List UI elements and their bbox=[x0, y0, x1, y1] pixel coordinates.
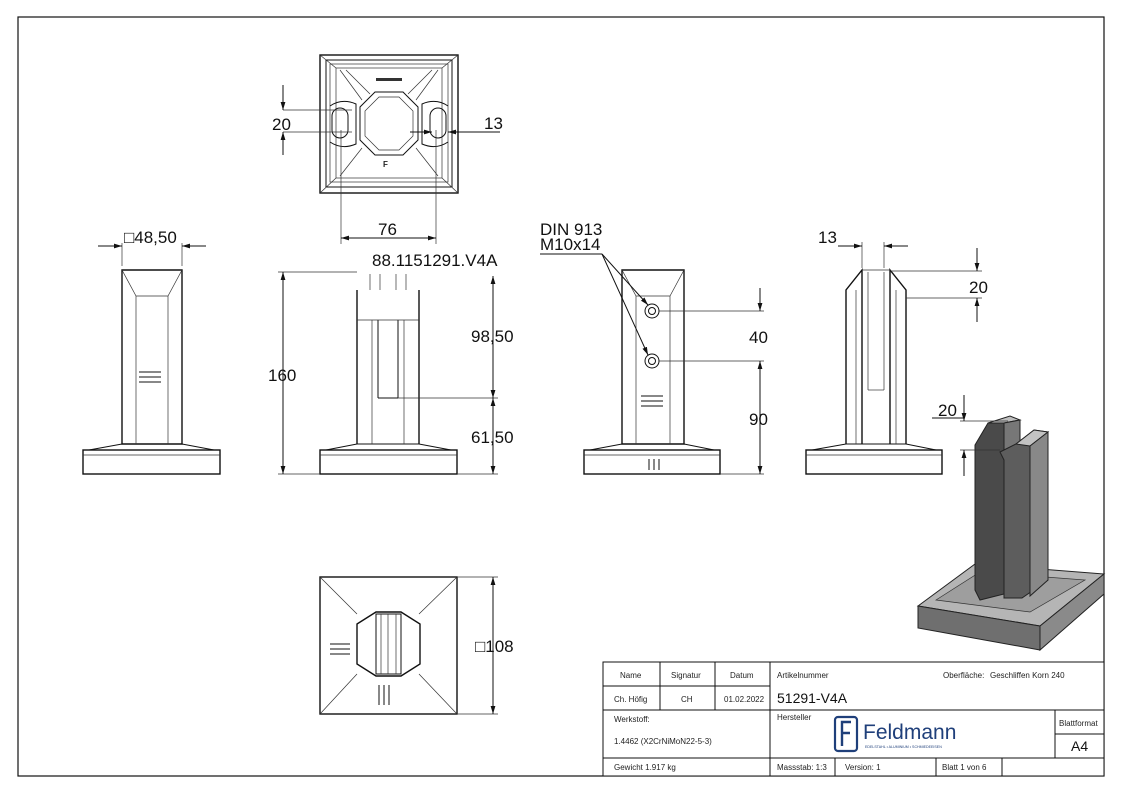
dim-front-61-50: 61,50 bbox=[471, 428, 514, 447]
screw-spec-line-1: DIN 913 bbox=[540, 220, 602, 239]
dim-side-40: 40 bbox=[749, 328, 768, 347]
bottom-view bbox=[319, 576, 458, 715]
dim-right-13: 13 bbox=[818, 228, 837, 247]
sheet-border bbox=[17, 16, 1105, 777]
value-blattformat: A4 bbox=[1071, 738, 1088, 754]
label-oberflaeche: Oberfläche: bbox=[943, 671, 984, 680]
feldmann-logo: Feldmann EDELSTAHL • ALUMINIUM • SCHMIED… bbox=[833, 715, 956, 753]
dim-top-76: 76 bbox=[378, 220, 397, 239]
logo-wordmark: Feldmann bbox=[863, 721, 956, 744]
dim-top-13: 13 bbox=[484, 114, 503, 133]
value-oberflaeche: Geschliffen Korn 240 bbox=[990, 671, 1065, 680]
header-name: Name bbox=[620, 671, 642, 680]
svg-text:F: F bbox=[383, 160, 388, 169]
value-artikelnummer: 51291-V4A bbox=[777, 690, 848, 706]
screw-spec-line-2: M10x14 bbox=[540, 235, 600, 254]
value-blatt: Blatt 1 von 6 bbox=[942, 763, 987, 772]
dim-top-20: 20 bbox=[272, 115, 291, 134]
value-datum: 01.02.2022 bbox=[724, 695, 765, 704]
top-view: F bbox=[319, 54, 459, 194]
header-werkstoff: Werkstoff: bbox=[614, 715, 650, 724]
header-datum: Datum bbox=[730, 671, 754, 680]
title-block: Name Signatur Datum Ch. Höfig CH 01.02.2… bbox=[602, 661, 1105, 777]
dim-square-48-50: □48,50 bbox=[124, 228, 177, 247]
dim-front-98-50: 98,50 bbox=[471, 327, 514, 346]
isometric-view bbox=[916, 395, 1106, 652]
value-gewicht: Gewicht 1.917 kg bbox=[614, 763, 676, 772]
logo-tagline: EDELSTAHL • ALUMINIUM • SCHMIEDEEISEN bbox=[865, 745, 942, 749]
header-hersteller: Hersteller bbox=[777, 713, 812, 722]
dim-front-160: 160 bbox=[268, 366, 296, 385]
value-name: Ch. Höfig bbox=[614, 695, 647, 704]
dim-side-90: 90 bbox=[749, 410, 768, 429]
part-marking-label: 88.1151291.V4A bbox=[372, 251, 498, 270]
view-side-screws bbox=[583, 269, 721, 475]
dim-right-20: 20 bbox=[969, 278, 988, 297]
dim-iso-20: 20 bbox=[938, 401, 957, 420]
value-signatur: CH bbox=[681, 695, 693, 704]
view-left bbox=[82, 269, 221, 475]
view-right bbox=[805, 268, 943, 475]
value-werkstoff: 1.4462 (X2CrNiMoN22-5-3) bbox=[614, 737, 712, 746]
header-signatur: Signatur bbox=[671, 671, 701, 680]
value-version: Version: 1 bbox=[845, 763, 881, 772]
value-massstab: Massstab: 1:3 bbox=[777, 763, 827, 772]
dim-bottom-108: □108 bbox=[475, 637, 514, 656]
view-front bbox=[319, 274, 458, 475]
header-artikelnummer: Artikelnummer bbox=[777, 671, 829, 680]
header-blattformat: Blattformat bbox=[1059, 719, 1098, 728]
